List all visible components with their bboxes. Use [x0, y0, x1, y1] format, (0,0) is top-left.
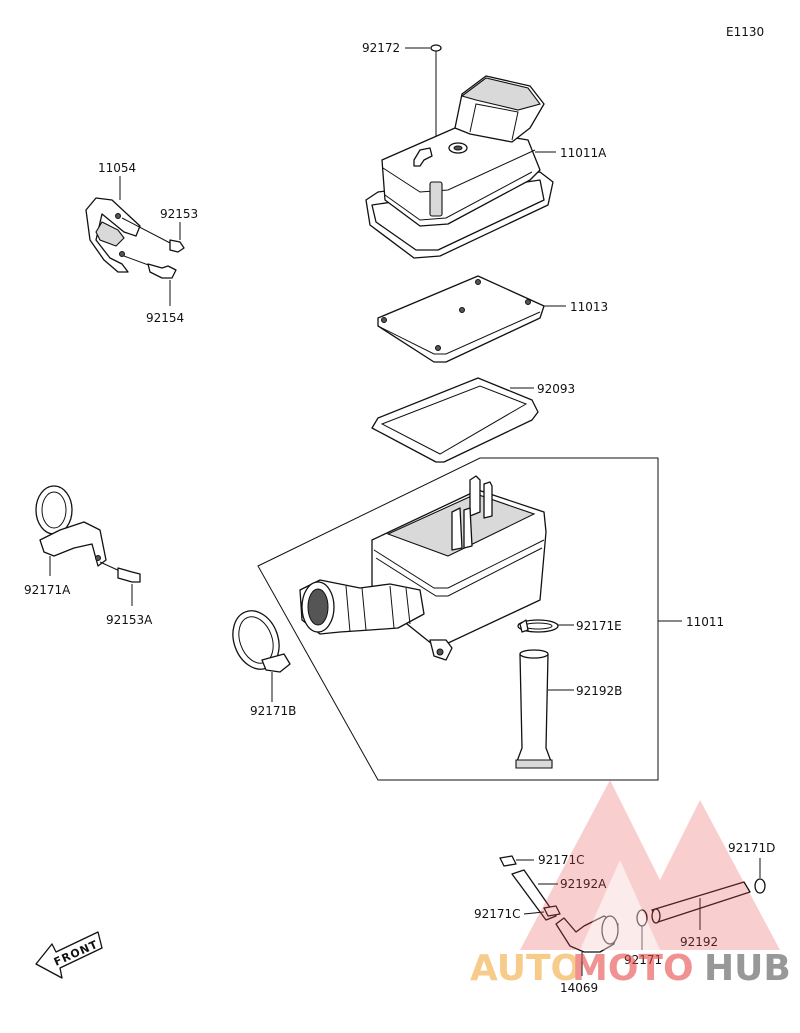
air-cleaner-case-11011 — [299, 475, 547, 661]
label-92192: 92192 — [680, 935, 718, 949]
leader-92171C-bottom — [523, 911, 545, 915]
label-92192B: 92192B — [576, 684, 622, 698]
label-92171: 92171 — [624, 953, 662, 967]
label-11011A: 11011A — [560, 146, 607, 160]
label-92153A: 92153A — [106, 613, 153, 627]
drain-tube-92192B — [515, 649, 553, 769]
label-11054: 11054 — [98, 161, 136, 175]
clamp-92171D — [754, 878, 766, 894]
watermark-logo: AUTO MOTO HUB — [470, 780, 791, 989]
assembly-outline-11011 — [257, 457, 659, 781]
label-92171E: 92171E — [576, 619, 622, 633]
label-92171D: 92171D — [728, 841, 775, 855]
clamp-92171B — [232, 610, 291, 673]
drain-valve-14069 — [555, 915, 619, 953]
clip-92171C-top — [499, 855, 517, 867]
label-92154: 92154 — [146, 311, 184, 325]
watermark-moto: MOTO — [572, 948, 694, 989]
label-92171C-bottom: 92171C — [474, 907, 521, 921]
label-92171B: 92171B — [250, 704, 296, 718]
label-92192A: 92192A — [560, 877, 607, 891]
front-arrow-icon — [35, 931, 103, 979]
clamp-92171E — [517, 619, 559, 633]
air-cleaner-cover-11011A — [365, 75, 554, 259]
label-14069: 14069 — [560, 981, 598, 995]
gasket-92093 — [371, 377, 539, 463]
diagram-code: E1130 — [726, 25, 764, 39]
label-11013: 11013 — [570, 300, 608, 314]
label-92172: 92172 — [362, 41, 400, 55]
air-filter-element-11013 — [377, 275, 545, 363]
watermark-auto: AUTO — [470, 948, 581, 989]
watermark-hub: HUB — [704, 948, 791, 989]
label-92093: 92093 — [537, 382, 575, 396]
label-92153: 92153 — [160, 207, 198, 221]
clamp-92171A — [35, 485, 107, 567]
bolt-92153A — [99, 561, 141, 583]
bolt-92154 — [123, 255, 177, 279]
label-11011: 11011 — [686, 615, 724, 629]
label-92171C-top: 92171C — [538, 853, 585, 867]
bolt-92153 — [121, 217, 185, 253]
clip-92171C-bottom — [543, 905, 561, 917]
bracket-11054 — [85, 197, 141, 273]
label-92171A: 92171A — [24, 583, 71, 597]
tube-92192 — [651, 881, 751, 924]
